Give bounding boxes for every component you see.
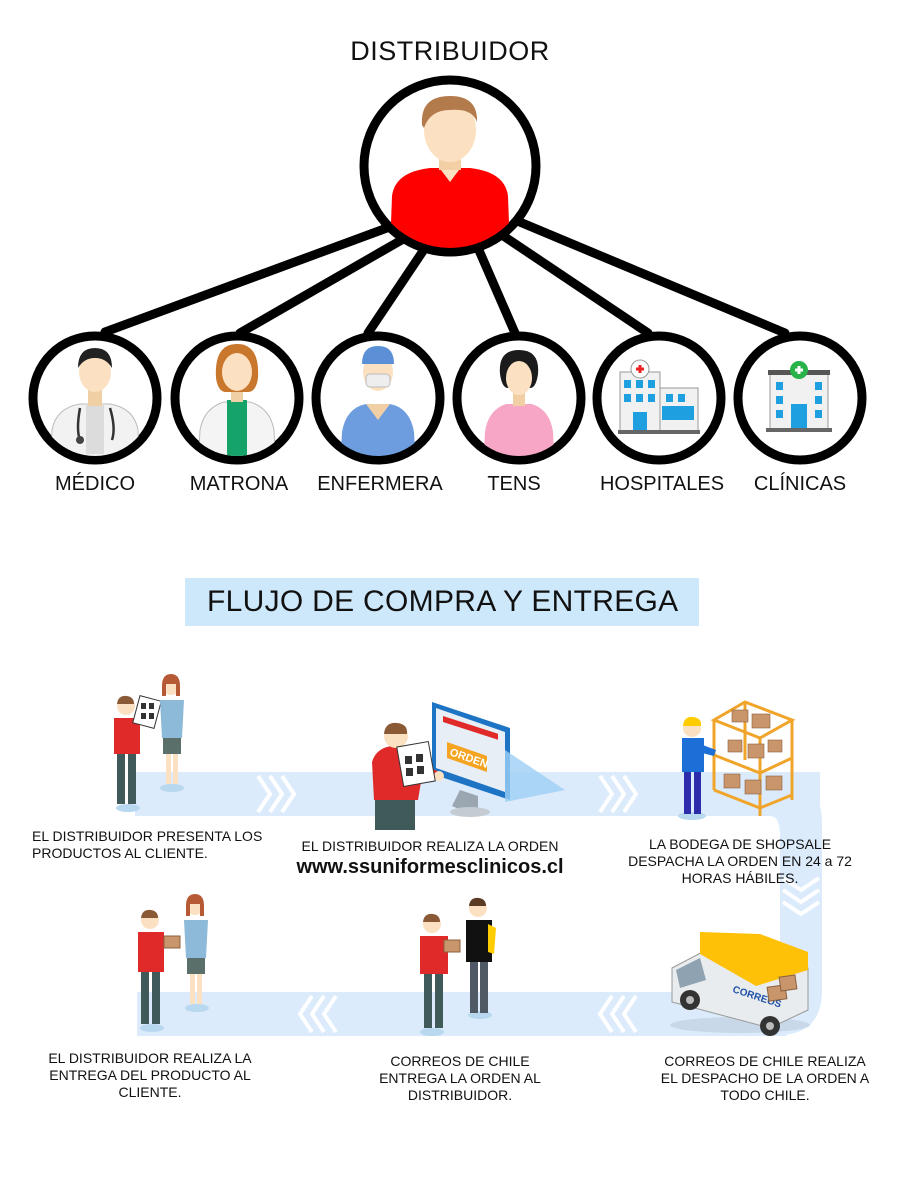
- step-4-text: EL DISTRIBUIDOR REALIZA LA ENTREGA DEL P…: [48, 1050, 252, 1100]
- chevrons-right-2: [598, 774, 639, 814]
- node-label-tens: TENS: [487, 473, 541, 495]
- step-1-text: EL DISTRIBUIDOR PRESENTA LOS PRODUCTOS A…: [32, 828, 263, 861]
- doctor-icon: [28, 331, 162, 465]
- hierarchy-diagram: [28, 75, 867, 465]
- flow-diagram: ORDEN CORREOS: [114, 674, 822, 1036]
- chevrons-left-1: [597, 994, 638, 1034]
- presentation-icon: [114, 674, 184, 812]
- step-3-text: LA BODEGA DE SHOPSALE DESPACHA LA ORDEN …: [628, 836, 852, 886]
- connector-hospitales: [497, 230, 653, 338]
- distribuidor-avatar-icon: [359, 75, 541, 257]
- tens-icon: [452, 331, 586, 465]
- root-title: DISTRIBUIDOR: [350, 36, 550, 66]
- node-label-hospitales: HOSPITALES: [599, 473, 725, 495]
- node-label-clinicas: CLÍNICAS: [753, 473, 847, 495]
- node-label-matrona: MATRONA: [189, 473, 289, 495]
- handover-client-icon: [138, 894, 209, 1032]
- connector-medico: [100, 220, 400, 337]
- step-6-text: CORREOS DE CHILE REALIZA EL DESPACHO DE …: [660, 1053, 870, 1103]
- clinic-icon: [733, 331, 867, 465]
- connector-clinicas: [510, 215, 790, 338]
- warehouse-icon: [678, 700, 796, 820]
- courier-handover-icon: [420, 897, 496, 1036]
- node-label-enfermera: ENFERMERA: [317, 473, 443, 495]
- nurse-icon: [311, 331, 445, 465]
- flow-title-banner: FLUJO DE COMPRA Y ENTREGA: [185, 578, 699, 626]
- step-5-text: CORREOS DE CHILE ENTREGA LA ORDEN AL DIS…: [379, 1053, 541, 1103]
- node-label-medico: MÉDICO: [55, 473, 135, 495]
- connectors: [100, 215, 790, 338]
- computer-order-icon: ORDEN: [372, 702, 565, 830]
- step-2-url[interactable]: www.ssuniformesclinicos.cl: [296, 856, 564, 878]
- chevrons-down: [781, 876, 821, 917]
- delivery-van-icon: CORREOS: [670, 932, 810, 1036]
- chevrons-right-1: [256, 774, 297, 814]
- step-2-text: EL DISTRIBUIDOR REALIZA LA ORDEN: [301, 838, 559, 854]
- connector-tens: [473, 243, 520, 338]
- hospital-icon: [592, 331, 726, 465]
- chevrons-left-2: [297, 994, 338, 1034]
- connector-enfermera: [363, 243, 430, 338]
- midwife-icon: [170, 331, 304, 465]
- connector-matrona: [235, 233, 410, 338]
